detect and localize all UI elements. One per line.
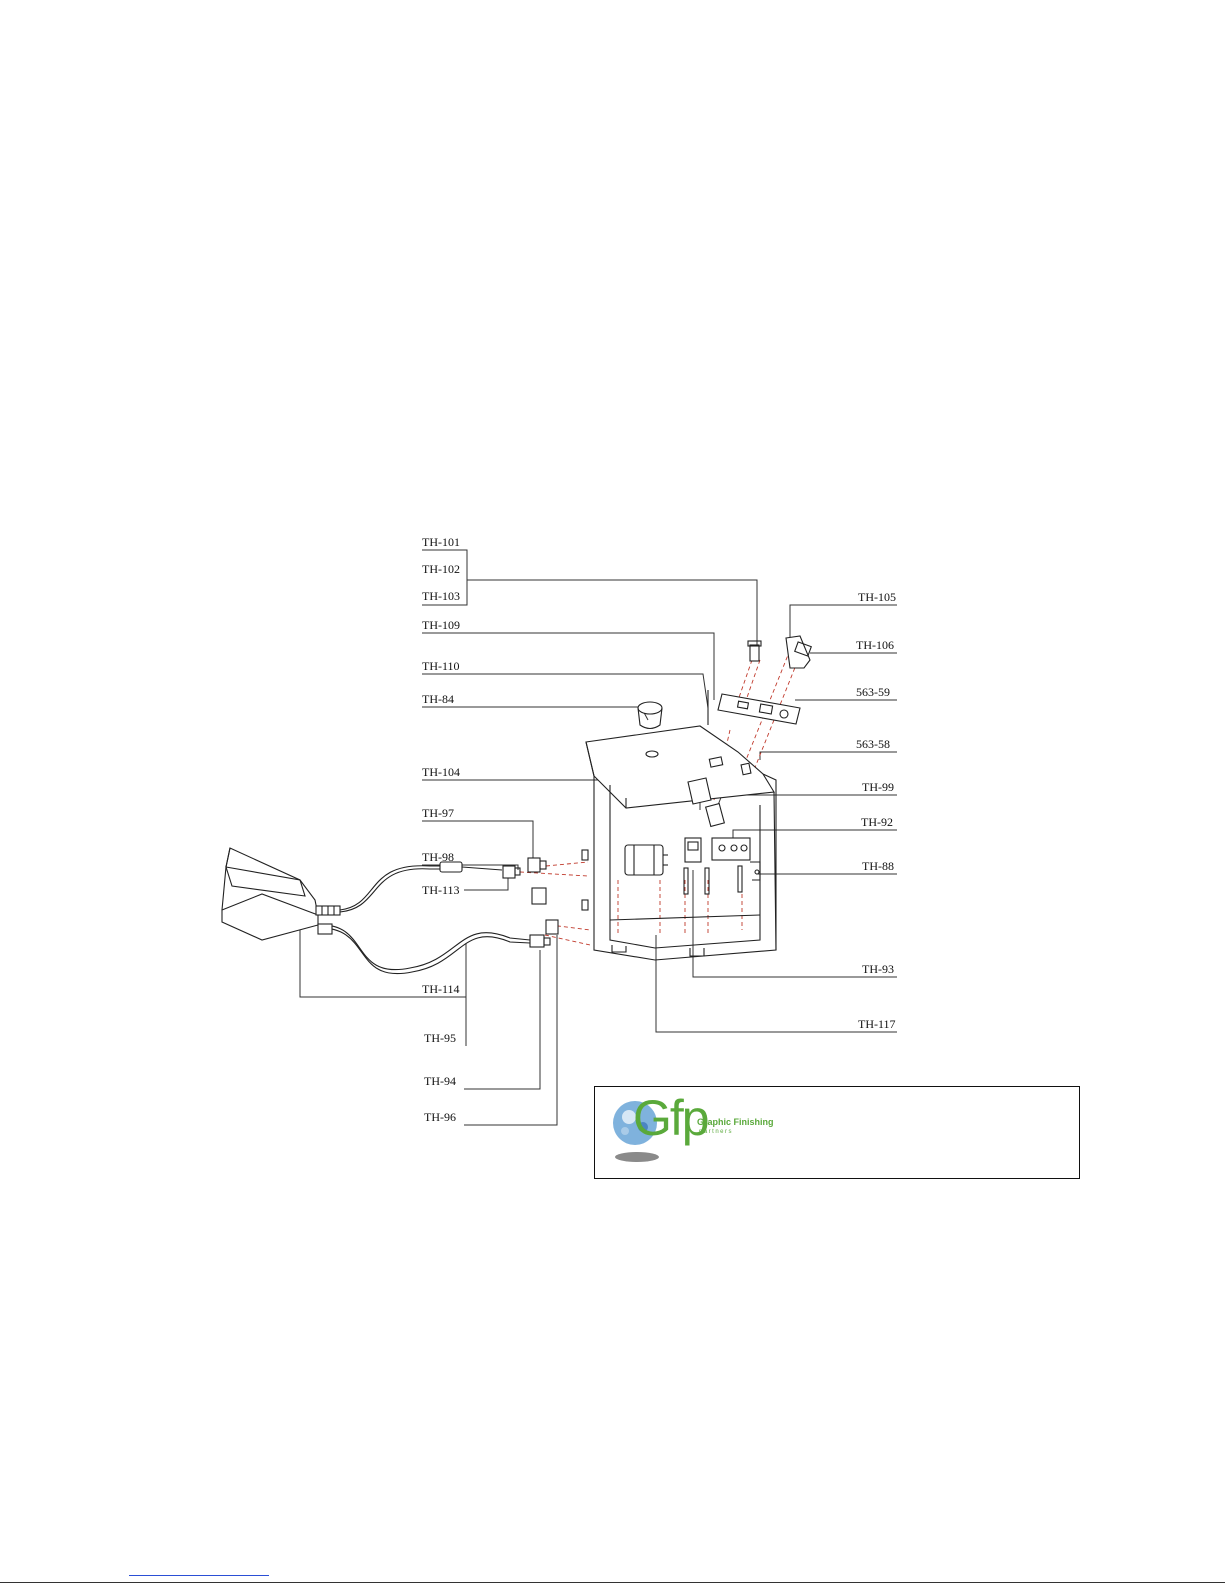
callout-th99: TH-99 <box>862 780 894 794</box>
callout-th101: TH-101 <box>422 535 460 549</box>
callout-th113: TH-113 <box>422 883 460 897</box>
callout-th84: TH-84 <box>422 692 454 706</box>
logo-box: Gfp Graphic Finishing partners <box>594 1086 1080 1179</box>
callout-th105: TH-105 <box>858 590 896 604</box>
callout-th114: TH-114 <box>422 982 460 996</box>
logo-company-sub: partners <box>699 1129 733 1135</box>
callout-th98: TH-98 <box>422 850 454 864</box>
callout-th97: TH-97 <box>422 806 454 820</box>
top-controls <box>638 636 811 729</box>
foot-pedal <box>222 848 530 974</box>
callout-th103: TH-103 <box>422 589 460 603</box>
callout-563-59: 563-59 <box>856 685 890 699</box>
bottom-rule <box>0 1582 1225 1583</box>
callout-th117: TH-117 <box>858 1017 896 1031</box>
callout-th88: TH-88 <box>862 859 894 873</box>
callout-th104: TH-104 <box>422 765 460 779</box>
leader-lines <box>300 550 897 1125</box>
callout-th102: TH-102 <box>422 562 460 576</box>
footnote-link-underline[interactable] <box>129 1575 269 1576</box>
callout-th106: TH-106 <box>856 638 894 652</box>
callout-563-58: 563-58 <box>856 737 890 751</box>
callout-th96: TH-96 <box>424 1110 456 1124</box>
callout-th94: TH-94 <box>424 1074 456 1088</box>
callout-th110: TH-110 <box>422 659 460 673</box>
callout-th95: TH-95 <box>424 1031 456 1045</box>
callout-th92: TH-92 <box>861 815 893 829</box>
callout-th109: TH-109 <box>422 618 460 632</box>
callout-th93: TH-93 <box>862 962 894 976</box>
logo-company-name: Graphic Finishing <box>697 1117 774 1127</box>
